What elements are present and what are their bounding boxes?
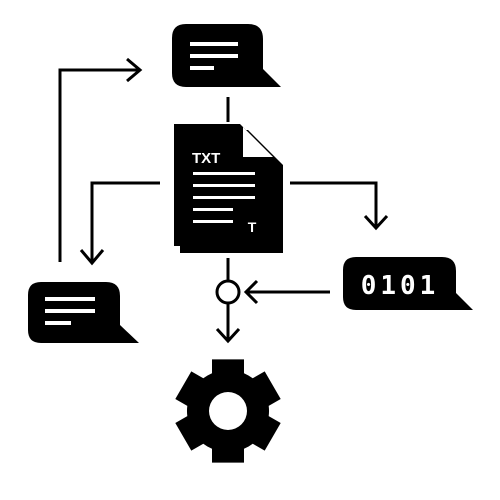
arrowhead-into-gear (215, 327, 241, 344)
junction-circle-icon (215, 279, 241, 305)
document-type-label: TXT (192, 150, 220, 167)
binary-bubble-text: 0101 (361, 271, 440, 301)
binary-code-bubble-icon: 0101 (343, 257, 473, 310)
left-bubble-line (45, 309, 95, 313)
gear-icon (175, 359, 281, 463)
arrowhead-into-junction (243, 279, 259, 305)
document-text-line (193, 196, 255, 199)
document-text-line (193, 208, 233, 211)
connector-document-to-binary (290, 181, 378, 228)
arrowhead-into-binary (363, 214, 389, 231)
top-bubble-line (190, 42, 238, 46)
document-text-line (193, 172, 255, 175)
left-bubble-line (45, 297, 95, 301)
binary-bubble-shape (343, 257, 473, 310)
chat-bubble-icon (28, 282, 139, 343)
arrowhead-into-top-bubble (126, 57, 143, 83)
document-text-line (193, 220, 233, 223)
connector-document-to-left-bubble (90, 181, 160, 263)
document-folded-corner (243, 127, 273, 157)
chat-bubble-icon (172, 24, 281, 87)
left-bubble-line (45, 321, 71, 325)
arrowhead-into-left-bubble (79, 249, 105, 266)
connectors (58, 57, 389, 344)
document-text-line (193, 184, 255, 187)
top-bubble-line (190, 66, 214, 70)
top-bubble-line (190, 54, 238, 58)
gear-shape (175, 359, 281, 463)
document-text-mark: T (248, 219, 257, 235)
connector-left-bubble-to-top-bubble (58, 68, 140, 262)
text-file-icon: TXT T (174, 124, 283, 253)
